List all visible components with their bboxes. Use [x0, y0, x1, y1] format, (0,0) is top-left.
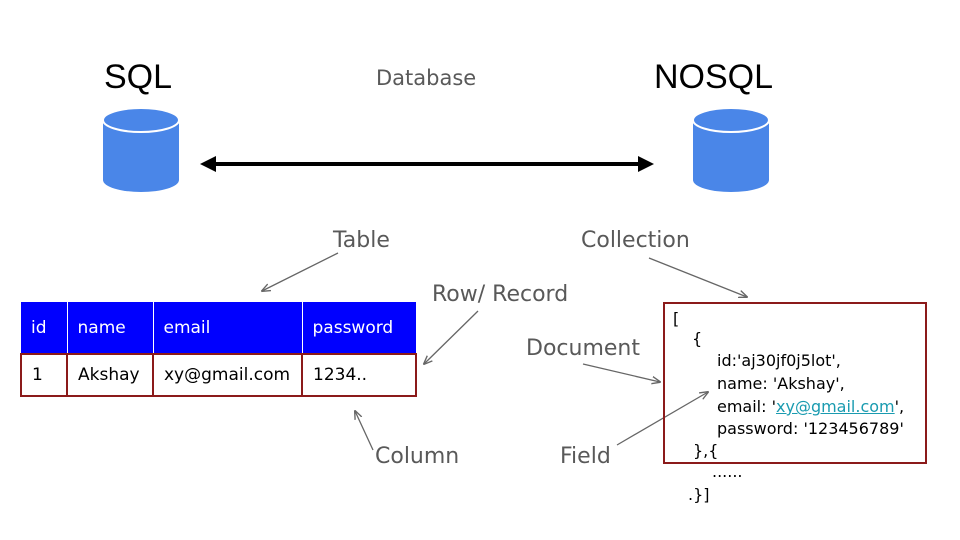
doc-open-bracket: [	[673, 309, 680, 328]
doc-ellipsis: ......	[712, 462, 743, 481]
email-link[interactable]: xy@gmail.com	[776, 397, 895, 416]
cell-id: 1	[20, 353, 68, 397]
table-label: Table	[333, 228, 390, 253]
column-header-email: email	[152, 302, 302, 354]
doc-close-bracket: .}]	[688, 485, 710, 504]
doc-id-field: id:'aj30jf0j5lot',	[717, 351, 841, 370]
email-prefix: email: '	[717, 397, 776, 416]
document-label: Document	[526, 336, 640, 361]
document-pointer-arrow	[582, 363, 660, 382]
email-suffix: ',	[894, 397, 905, 416]
table-pointer-arrow	[262, 252, 339, 291]
table-header-row: id name email password	[21, 302, 416, 354]
doc-email-field: email: 'xy@gmail.com',	[717, 397, 904, 416]
doc-name-field: name: 'Akshay',	[717, 374, 845, 393]
cell-name: Akshay	[66, 353, 154, 397]
field-label: Field	[560, 444, 611, 469]
column-label: Column	[375, 444, 460, 469]
column-header-id: id	[21, 302, 67, 354]
column-pointer-arrow	[355, 411, 374, 451]
sql-table: id name email password 1 Akshay xy@gmail…	[20, 302, 417, 397]
collection-label: Collection	[581, 228, 690, 253]
sql-database-icon	[102, 107, 180, 192]
collection-pointer-arrow	[648, 257, 747, 297]
row-record-pointer-arrow	[424, 310, 479, 364]
nosql-heading: NOSQL	[654, 58, 774, 96]
nosql-database-icon	[692, 107, 770, 192]
row-record-label: Row/ Record	[432, 282, 569, 307]
cell-password: 1234..	[301, 353, 417, 397]
field-pointer-arrow	[616, 392, 708, 446]
column-header-password: password	[301, 302, 416, 354]
doc-open-brace: {	[692, 329, 703, 348]
database-label: Database	[376, 66, 477, 90]
column-header-name: name	[66, 302, 153, 354]
cell-email: xy@gmail.com	[152, 353, 303, 397]
doc-password-field: password: '123456789'	[717, 419, 904, 438]
document-box	[663, 302, 927, 464]
doc-close-brace: },{	[693, 441, 719, 460]
table-row: 1 Akshay xy@gmail.com 1234..	[20, 353, 417, 397]
sql-heading: SQL	[104, 58, 173, 96]
